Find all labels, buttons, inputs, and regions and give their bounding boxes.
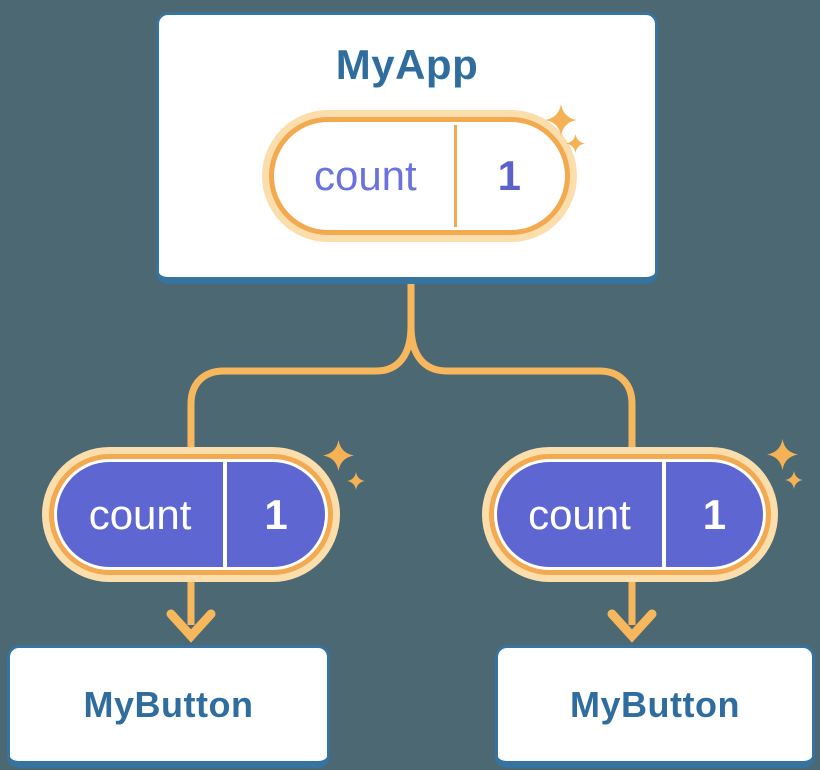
prop-label-cell: count [497, 462, 662, 567]
sparkle-icon [566, 134, 585, 153]
sparkle-icon [785, 471, 803, 489]
component-title: MyButton [570, 683, 740, 725]
prop-value-cell: 1 [666, 462, 763, 567]
arrow-down-icon [166, 609, 216, 643]
state-label: count [313, 152, 417, 199]
prop-label: count [88, 490, 192, 538]
state-label-cell: count [277, 125, 454, 227]
pill-divider [453, 125, 457, 227]
prop-pill-right: count 1 [482, 447, 778, 582]
component-title: MyApp [335, 41, 479, 88]
component-node-mybutton-left: MyButton [7, 645, 330, 768]
state-pill-body: count 1 [277, 125, 562, 227]
prop-pill-body: count 1 [497, 462, 763, 567]
prop-pill-left: count 1 [42, 447, 340, 582]
state-pill-ring: count 1 [269, 117, 570, 235]
prop-value-cell: 1 [227, 462, 325, 567]
component-title: MyButton [83, 683, 254, 725]
sparkle-icon [347, 472, 365, 490]
prop-value: 1 [702, 490, 727, 538]
prop-pill-body: count 1 [57, 462, 325, 567]
prop-label-cell: count [57, 462, 223, 567]
state-pill-root: count 1 [262, 110, 577, 242]
pill-divider [223, 462, 228, 567]
sparkle-icon [767, 439, 798, 470]
state-value: 1 [497, 152, 522, 199]
sparkle-icon [323, 440, 354, 471]
pill-divider [661, 462, 666, 567]
branch-left-line [187, 325, 415, 452]
sparkle-icon [545, 104, 577, 136]
branch-right-line [407, 325, 636, 452]
prop-pill-ring: count 1 [489, 454, 771, 575]
prop-pill-ring: count 1 [49, 454, 333, 575]
component-node-mybutton-right: MyButton [495, 645, 815, 768]
state-value-cell: 1 [457, 125, 562, 227]
prop-value: 1 [264, 490, 288, 538]
prop-label: count [528, 490, 631, 538]
arrow-down-icon [607, 609, 657, 643]
